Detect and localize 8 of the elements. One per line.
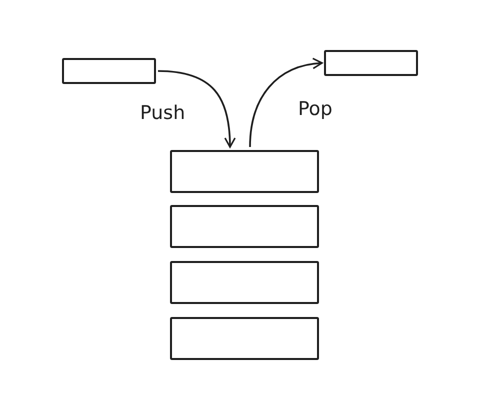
curved-arrow: [158, 70, 236, 148]
rectangle-box: [170, 205, 319, 248]
rectangle-box: [62, 58, 156, 84]
rectangle-box: [170, 150, 319, 193]
rectangle-box: [170, 317, 319, 360]
rectangle-box: [170, 261, 319, 304]
curved-arrow: [249, 58, 323, 148]
rectangle-box: [324, 50, 418, 76]
